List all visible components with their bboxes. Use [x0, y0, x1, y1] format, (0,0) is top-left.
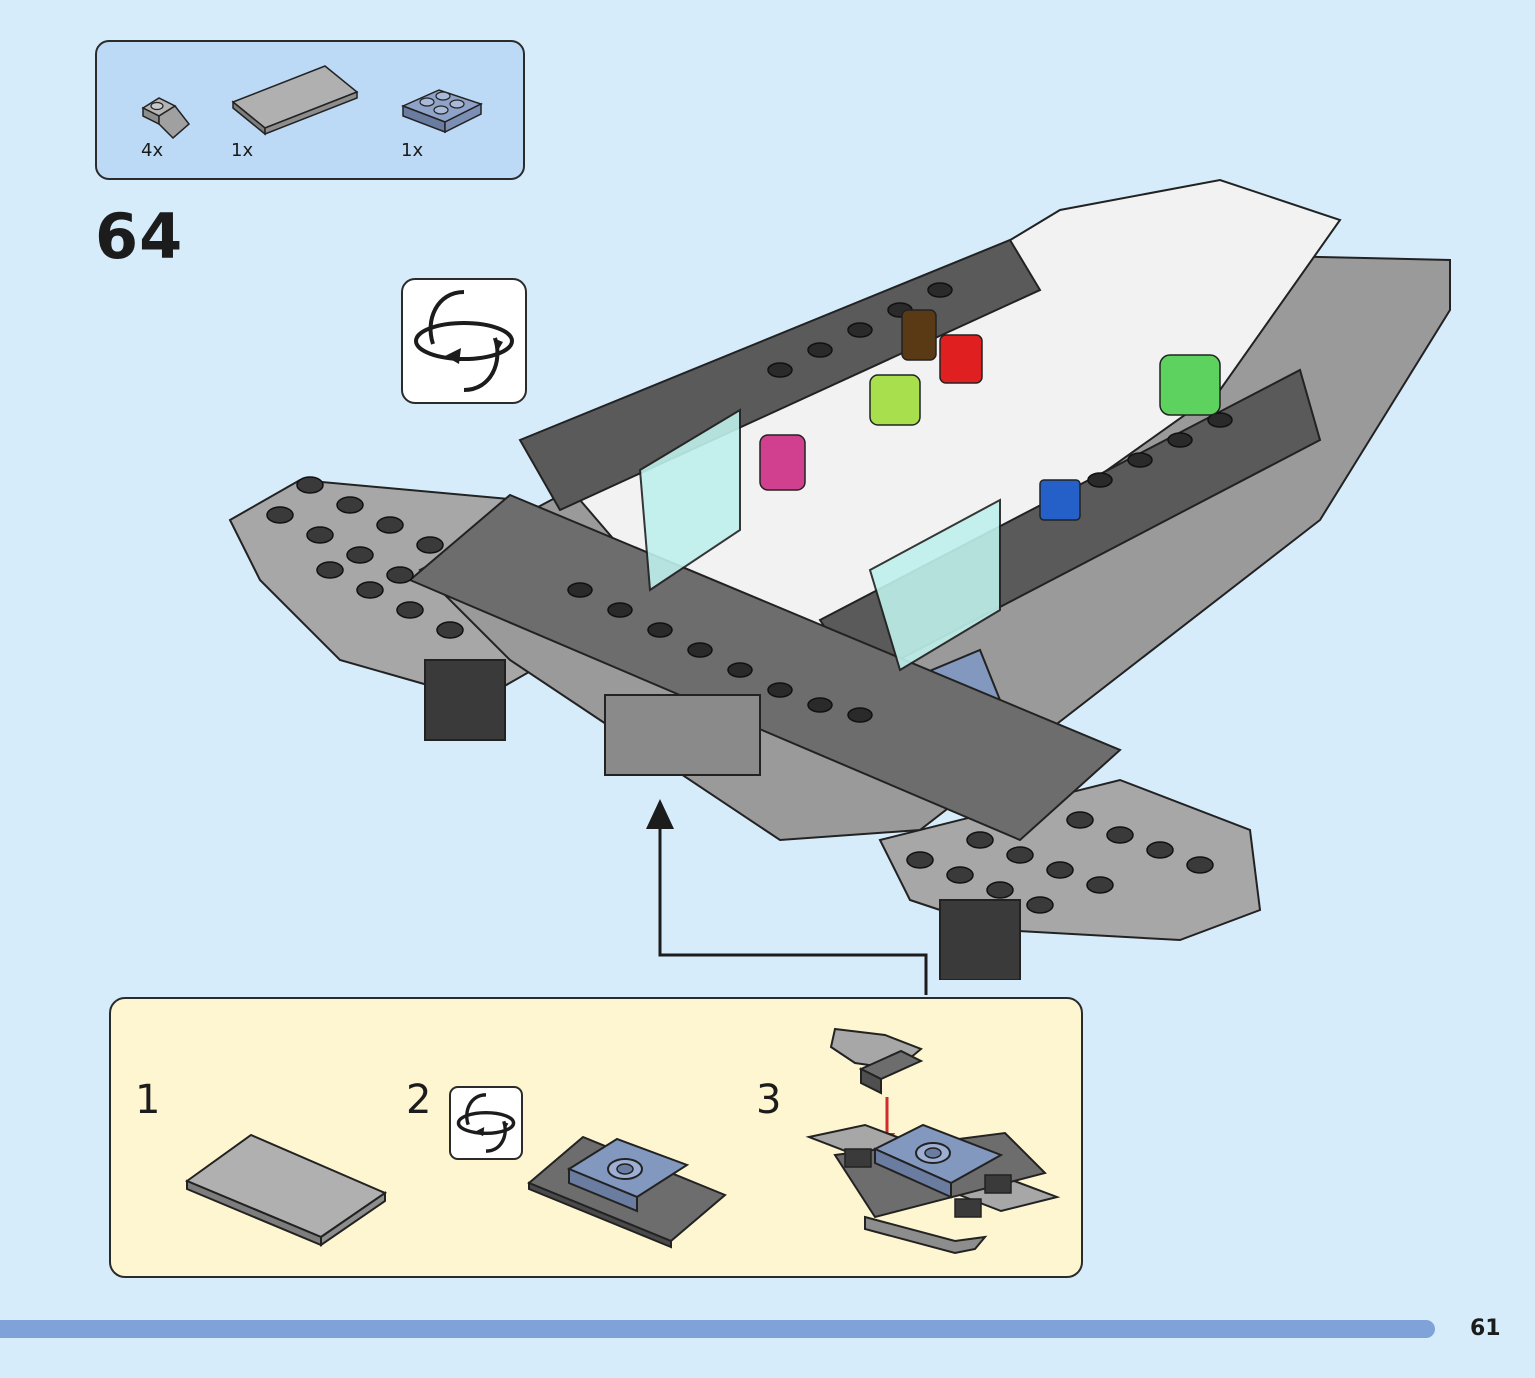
rotate-model-icon: [456, 1093, 516, 1153]
substep-number: 3: [756, 1077, 782, 1123]
engine-right: [939, 899, 1021, 980]
part-qty: 1x: [231, 140, 254, 161]
page-number: 61: [1470, 1316, 1501, 1341]
part-qty: 4x: [141, 140, 164, 161]
substep-number: 1: [135, 1077, 161, 1123]
wing-studs: [906, 811, 1214, 914]
accessory-brown: [901, 309, 937, 361]
rail-studs: [567, 282, 1233, 723]
transparent-panel: [868, 498, 1001, 672]
substep-number: 2: [406, 1077, 432, 1123]
accessory-lime: [869, 374, 921, 426]
rotate-model-badge: [401, 278, 527, 404]
tile-2x4-grey-icon: [231, 65, 359, 136]
plate-2x2-sand-blue-icon: [401, 89, 483, 134]
accessory-green: [1159, 354, 1221, 416]
step-number: 64: [95, 200, 184, 273]
sub-assembly-final-icon: [805, 1027, 1061, 1255]
rotate-model-badge: [449, 1086, 523, 1160]
spaceship-model-illustration: [228, 178, 1451, 980]
accessory-pink: [759, 434, 806, 491]
part-qty: 1x: [401, 140, 424, 161]
front-tile: [408, 493, 1122, 842]
tile-2x4-grey-icon: [184, 1133, 388, 1247]
accessory-red: [939, 334, 983, 384]
attach-point-tile: [604, 694, 761, 776]
slope-plate-grey-icon: [141, 97, 191, 140]
tile-with-plate-assembly-icon: [527, 1135, 727, 1249]
parts-list-box: 4x 1x 1x: [95, 40, 525, 180]
wing-studs: [266, 476, 464, 639]
callout-arrow: [646, 799, 928, 995]
sub-assembly-box: 1 2 3: [109, 997, 1083, 1278]
transparent-panel: [638, 408, 741, 592]
progress-bar: [0, 1320, 1435, 1338]
rotate-model-icon: [414, 290, 514, 392]
engine-left: [424, 659, 506, 741]
accessory-blue: [1039, 479, 1081, 521]
